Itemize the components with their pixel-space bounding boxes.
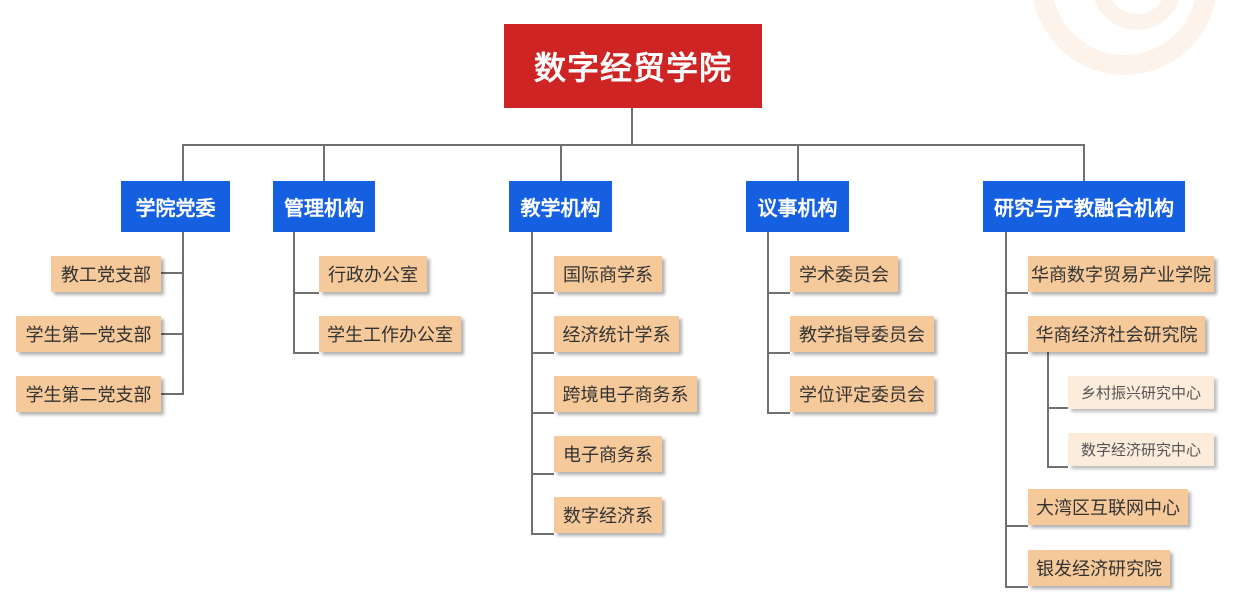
connector (797, 144, 799, 181)
connector (182, 144, 1084, 146)
connector (767, 412, 790, 414)
category-node: 管理机构 (273, 181, 375, 232)
connector (161, 393, 184, 395)
unit-node: 银发经济研究院 (1028, 550, 1170, 586)
connector (323, 144, 325, 181)
unit-node: 教工党支部 (51, 256, 161, 292)
unit-node: 学生第二党支部 (16, 376, 161, 412)
subunit-node: 数字经济研究中心 (1068, 433, 1214, 466)
connector (182, 144, 184, 181)
connector (182, 232, 184, 395)
unit-node: 学生第一党支部 (16, 316, 161, 352)
connector (531, 352, 554, 354)
unit-node: 学生工作办公室 (319, 316, 461, 352)
unit-node: 学术委员会 (790, 256, 898, 292)
connector (1005, 292, 1028, 294)
unit-node: 华商数字贸易产业学院 (1028, 256, 1214, 292)
unit-node: 行政办公室 (319, 256, 427, 292)
unit-node: 学位评定委员会 (790, 376, 934, 412)
unit-node: 数字经济系 (554, 497, 662, 533)
connector (767, 232, 769, 414)
connector (767, 292, 790, 294)
connector (1047, 352, 1049, 468)
connector (531, 292, 554, 294)
connector (531, 533, 554, 535)
connector (531, 412, 554, 414)
connector (1005, 586, 1028, 588)
connector (161, 272, 184, 274)
connector (767, 352, 790, 354)
unit-node: 跨境电子商务系 (554, 376, 697, 412)
category-node: 议事机构 (746, 181, 849, 232)
category-node: 教学机构 (509, 181, 612, 232)
connector (560, 144, 562, 181)
connector (293, 292, 319, 294)
subunit-node: 乡村振兴研究中心 (1068, 376, 1214, 409)
connector (293, 352, 319, 354)
unit-node: 华商经济社会研究院 (1028, 316, 1205, 352)
connector (1083, 144, 1085, 181)
connector (1047, 407, 1068, 409)
unit-node: 教学指导委员会 (790, 316, 934, 352)
unit-node: 国际商学系 (554, 256, 662, 292)
connector (161, 333, 184, 335)
category-node: 学院党委 (121, 181, 230, 232)
connector (1005, 352, 1028, 354)
unit-node: 大湾区互联网中心 (1028, 489, 1188, 525)
connector (1047, 466, 1068, 468)
connector (631, 108, 633, 145)
unit-node: 电子商务系 (554, 436, 662, 472)
connector (1005, 232, 1007, 588)
connector (531, 232, 533, 535)
category-node: 研究与产教融合机构 (983, 181, 1185, 232)
connector (1005, 525, 1028, 527)
connector (531, 473, 554, 475)
unit-node: 经济统计学系 (554, 316, 679, 352)
root-node: 数字经贸学院 (504, 24, 762, 108)
